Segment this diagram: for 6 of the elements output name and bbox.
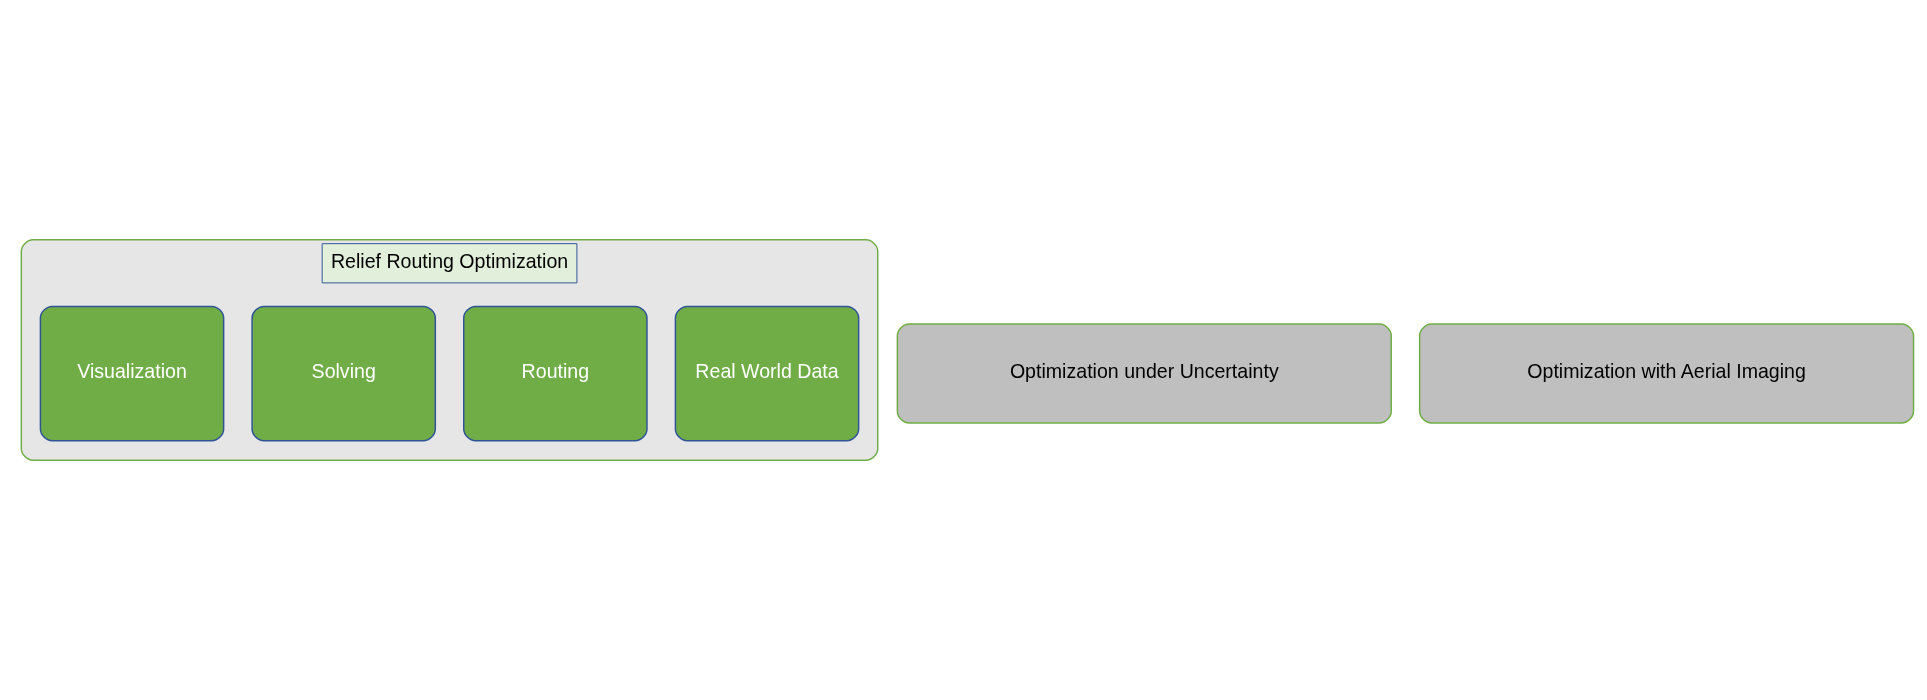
node-box: Real World Data <box>674 305 860 442</box>
node-box: Solving <box>251 305 437 442</box>
node-box: Optimization with Aerial Imaging <box>1418 323 1915 424</box>
node-box: Visualization <box>39 305 225 442</box>
node-box: Routing <box>463 305 648 442</box>
node-box: Optimization under Uncertainty <box>896 323 1392 424</box>
